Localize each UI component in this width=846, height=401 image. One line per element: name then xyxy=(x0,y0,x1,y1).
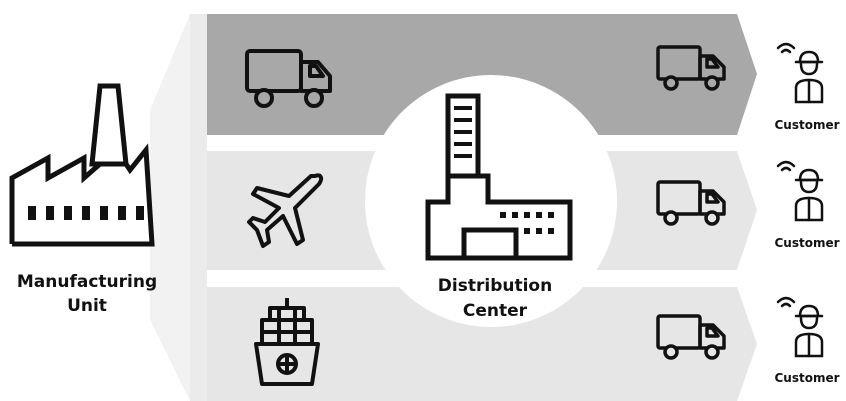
distribution-label-line2: Center xyxy=(462,301,528,321)
distribution-center-icon xyxy=(425,93,573,261)
delivery-truck-icon xyxy=(656,45,726,91)
manufacturing-label-line1: Manufacturing xyxy=(16,272,158,292)
customer-icon xyxy=(776,42,824,104)
customer-label: Customer xyxy=(774,236,840,250)
distribution-label-line1: Distribution xyxy=(437,276,553,296)
transport-band-1 xyxy=(207,14,757,135)
manufacturing-label-line2: Unit xyxy=(67,296,107,316)
manufacturing-wedge-shadow xyxy=(150,14,190,401)
transport-band-3 xyxy=(207,287,757,401)
manufacturing-unit-label: Manufacturing Unit xyxy=(8,270,166,318)
customer-label: Customer xyxy=(774,118,840,132)
truck-icon xyxy=(245,49,332,108)
delivery-truck-icon xyxy=(656,314,726,360)
customer-icon xyxy=(776,160,824,222)
delivery-truck-icon xyxy=(656,180,726,226)
factory-icon xyxy=(9,83,155,247)
airplane-icon xyxy=(247,173,324,248)
cargo-ship-icon xyxy=(254,298,320,386)
distribution-center-label: Distribution Center xyxy=(425,274,565,324)
customer-icon xyxy=(776,296,824,358)
customer-label: Customer xyxy=(774,371,840,385)
